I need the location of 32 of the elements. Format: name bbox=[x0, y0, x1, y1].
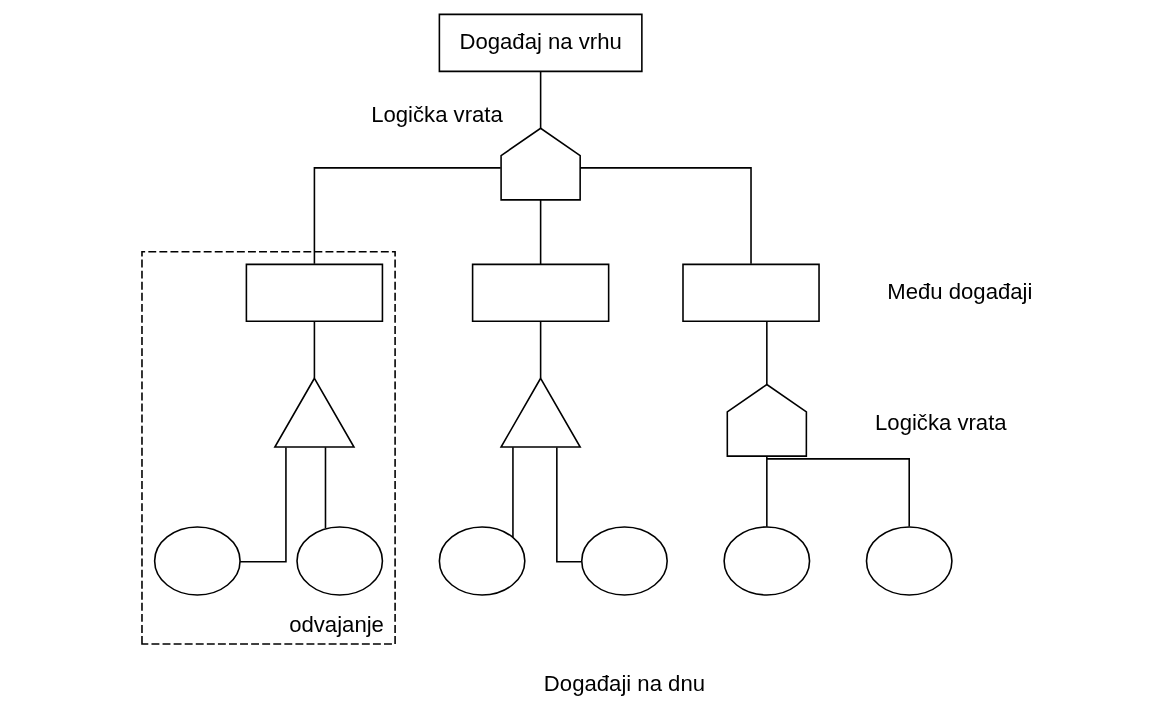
node-circle bbox=[295, 526, 383, 596]
node-box bbox=[471, 263, 609, 323]
connector bbox=[765, 320, 768, 385]
node-box: Događaj na vrhu bbox=[438, 13, 643, 73]
connector bbox=[765, 458, 910, 528]
node-label: Logička vrata bbox=[370, 102, 503, 128]
node-circle bbox=[438, 526, 526, 596]
connector bbox=[578, 167, 752, 265]
node-gate bbox=[499, 127, 581, 201]
node-gate bbox=[273, 376, 355, 448]
node-circle bbox=[153, 526, 241, 596]
connector bbox=[539, 71, 541, 129]
node-circle bbox=[580, 526, 668, 596]
connector bbox=[539, 320, 541, 379]
label: Logička vrata bbox=[874, 409, 1007, 435]
connector bbox=[511, 446, 514, 538]
node-gate bbox=[726, 383, 807, 457]
label: Među događaji bbox=[886, 278, 1032, 304]
connector bbox=[324, 446, 326, 530]
node-box bbox=[681, 263, 820, 323]
connector bbox=[539, 199, 541, 265]
connector bbox=[313, 320, 315, 379]
label: Događaji na dnu bbox=[543, 670, 705, 696]
connector bbox=[765, 455, 768, 528]
node-circle bbox=[722, 526, 810, 596]
cluster: odvajanje bbox=[140, 250, 396, 645]
connector bbox=[555, 446, 582, 563]
node-circle bbox=[865, 526, 953, 596]
connector bbox=[313, 167, 501, 265]
node-gate bbox=[499, 376, 582, 448]
connector bbox=[238, 446, 287, 563]
node-box bbox=[245, 263, 383, 323]
